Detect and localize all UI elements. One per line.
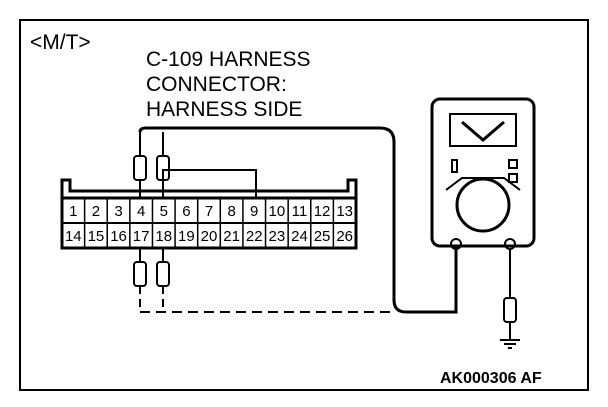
pin-label-8: 8 — [227, 203, 235, 220]
probe-pin-17 — [133, 248, 147, 312]
pin-label-13: 13 — [336, 203, 353, 220]
pin-label-18: 18 — [155, 228, 172, 245]
pin-label-17: 17 — [133, 228, 150, 245]
meter-button-icon — [508, 159, 518, 169]
meter-display — [449, 113, 517, 147]
pin-label-14: 14 — [65, 228, 82, 245]
pin-label-11: 11 — [292, 203, 308, 220]
pin-label-16: 16 — [110, 228, 127, 245]
pin-label-2: 2 — [92, 203, 100, 220]
probe-pin-5 — [156, 132, 170, 198]
pin-label-1: 1 — [69, 203, 77, 220]
pin-label-20: 20 — [201, 228, 218, 245]
title-line-3: HARNESS SIDE — [146, 98, 302, 121]
pin-label-6: 6 — [182, 203, 190, 220]
pin-dividers — [83, 198, 335, 248]
probe-pin-4 — [133, 132, 147, 198]
pin-label-12: 12 — [314, 203, 331, 220]
meter-dial-knob — [455, 177, 511, 233]
v-icon — [461, 120, 505, 142]
figure-code: AK000306 AF — [440, 370, 542, 387]
pin-label-15: 15 — [88, 228, 105, 245]
voltmeter — [430, 97, 536, 250]
pin-label-21: 21 — [223, 228, 240, 245]
pin-label-24: 24 — [291, 228, 308, 245]
pin-label-9: 9 — [250, 203, 258, 220]
pin-label-23: 23 — [269, 228, 286, 245]
pin-label-5: 5 — [160, 203, 168, 220]
meter-switch-icon — [451, 159, 458, 173]
pin-label-10: 10 — [269, 203, 286, 220]
meter-button-icon — [508, 173, 518, 183]
pins-bottom-row: 14 15 16 17 18 19 20 21 22 23 24 25 26 — [65, 228, 353, 245]
mode-tag: <M/T> — [30, 31, 91, 54]
pin-label-7: 7 — [205, 203, 213, 220]
pin-label-26: 26 — [336, 228, 353, 245]
jumper-wire-5-9 — [162, 169, 257, 198]
pin-label-3: 3 — [114, 203, 122, 220]
figure-frame — [19, 19, 589, 391]
pin-label-25: 25 — [314, 228, 331, 245]
pin-label-22: 22 — [246, 228, 263, 245]
meter-lead-positive — [138, 126, 458, 314]
ground-lead — [500, 250, 520, 349]
pin-label-19: 19 — [178, 228, 195, 245]
title-line-2: CONNECTOR: — [146, 73, 287, 96]
meter-terminal-positive — [450, 238, 462, 250]
meter-terminal-negative — [504, 238, 516, 250]
title-line-1: C-109 HARNESS — [146, 48, 311, 71]
pin-label-4: 4 — [137, 203, 145, 220]
probe-pin-18 — [156, 248, 170, 312]
